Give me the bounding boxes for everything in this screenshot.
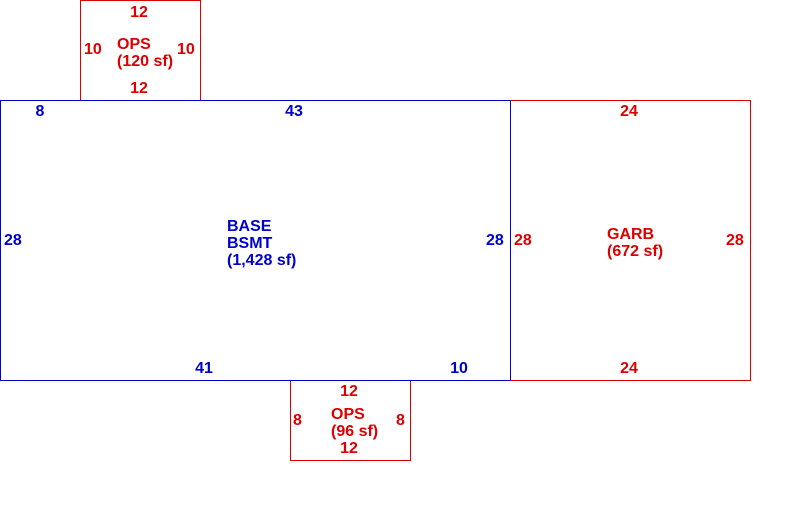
garb-dim-right: 28: [726, 232, 744, 249]
ops-bottom-label: OPS (96 sf): [331, 406, 378, 440]
base-name-line1: BASE: [227, 218, 272, 235]
ops-bottom-name: OPS: [331, 406, 365, 423]
ops-top-name: OPS: [117, 36, 151, 53]
base-size: (1,428 sf): [227, 252, 297, 269]
ops-bottom-size: (96 sf): [331, 423, 379, 440]
base-name-line2: BSMT: [227, 235, 273, 252]
ops-bottom-dim-left: 8: [293, 412, 302, 429]
garb-dim-left: 28: [514, 232, 532, 249]
ops-top-dim-right: 10: [177, 41, 195, 58]
ops-top-dim-bottom: 12: [130, 80, 148, 97]
base-dim-top-left: 8: [35, 103, 45, 120]
base-label: BASE BSMT (1,428 sf): [227, 218, 296, 269]
ops-bottom-dim-top: 12: [340, 383, 358, 400]
base-dim-top: 43: [285, 103, 303, 120]
garb-label: GARB (672 sf): [607, 226, 663, 260]
ops-bottom-dim-right: 8: [396, 412, 405, 429]
garb-dim-bottom: 24: [620, 360, 638, 377]
base-dim-bottom: 41: [195, 360, 213, 377]
ops-bottom-dim-bottom: 12: [340, 440, 358, 457]
garb-name: GARB: [607, 226, 655, 243]
ops-top-label: OPS (120 sf): [117, 36, 173, 70]
ops-top-size: (120 sf): [117, 53, 174, 70]
base-dim-right: 28: [486, 232, 504, 249]
ops-top-dim-top: 12: [130, 4, 148, 21]
garb-size: (672 sf): [607, 243, 664, 260]
base-outline: [0, 100, 511, 381]
ops-top-dim-left: 10: [84, 41, 102, 58]
base-dim-bottom-right: 10: [450, 360, 468, 377]
garb-dim-top: 24: [620, 103, 638, 120]
base-dim-left: 28: [4, 232, 22, 249]
